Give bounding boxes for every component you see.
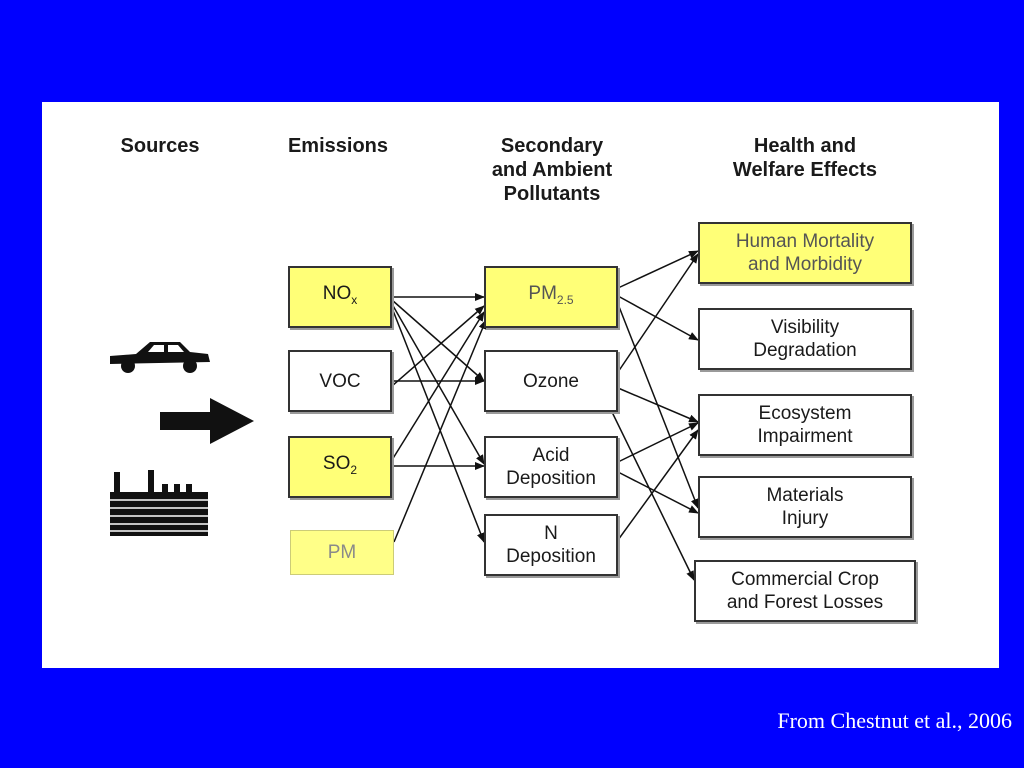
- arrow-pm25-materials: [617, 303, 699, 509]
- car-icon: [110, 342, 210, 373]
- arrow-pm25-mortality: [617, 250, 699, 289]
- effect-visibility: Visibility Degradation: [698, 308, 912, 370]
- arrow-ozone-crop: [611, 411, 695, 581]
- header-sources: Sources: [120, 135, 200, 157]
- arrow-right-icon: [160, 398, 254, 444]
- emission-pm: PM: [290, 530, 394, 575]
- arrow-nox-acid: [391, 303, 485, 465]
- header-emissions: Emissions: [287, 135, 389, 157]
- arrow-pm-pm25: [393, 319, 487, 543]
- emission-voc: VOC: [288, 350, 392, 412]
- arrow-nox-n: [391, 307, 485, 543]
- arrow-acid-ecosystem: [617, 422, 699, 463]
- arrow-acid-materials: [617, 471, 699, 514]
- citation: From Chestnut et al., 2006: [777, 708, 1012, 733]
- effect-crop-forest: Commercial Crop and Forest Losses: [694, 560, 916, 622]
- effect-ecosystem: Ecosystem Impairment: [698, 394, 912, 456]
- header-secondary-pollutants: Secondary and Ambient Pollutants: [491, 135, 613, 205]
- arrow-pm25-visibility: [617, 295, 699, 341]
- emission-nox: NOx: [288, 266, 392, 328]
- factory-icon: [110, 470, 208, 536]
- arrow-so2-pm25: [391, 311, 485, 461]
- effect-human-mortality: Human Mortality and Morbidity: [698, 222, 912, 284]
- emission-so2: SO2: [288, 436, 392, 498]
- arrow-nox-ozone: [391, 299, 485, 382]
- pollutant-n-deposition: N Deposition: [484, 514, 618, 576]
- emission-nox-label: NOx: [322, 283, 358, 307]
- arrow-voc-pm25: [391, 305, 485, 387]
- header-health-effects: Health and Welfare Effects: [732, 135, 878, 181]
- arrow-ozone-mortality: [617, 253, 699, 373]
- emission-so2-label: SO2: [322, 453, 358, 477]
- pollutant-acid-deposition: Acid Deposition: [484, 436, 618, 498]
- pollutant-pm25-label: PM2.5: [528, 283, 574, 307]
- effect-materials: Materials Injury: [698, 476, 912, 538]
- arrow-n-ecosystem: [617, 429, 699, 541]
- arrow-ozone-ecosystem: [617, 387, 699, 423]
- pollutant-pm25: PM2.5: [484, 266, 618, 328]
- pollutant-ozone: Ozone: [484, 350, 618, 412]
